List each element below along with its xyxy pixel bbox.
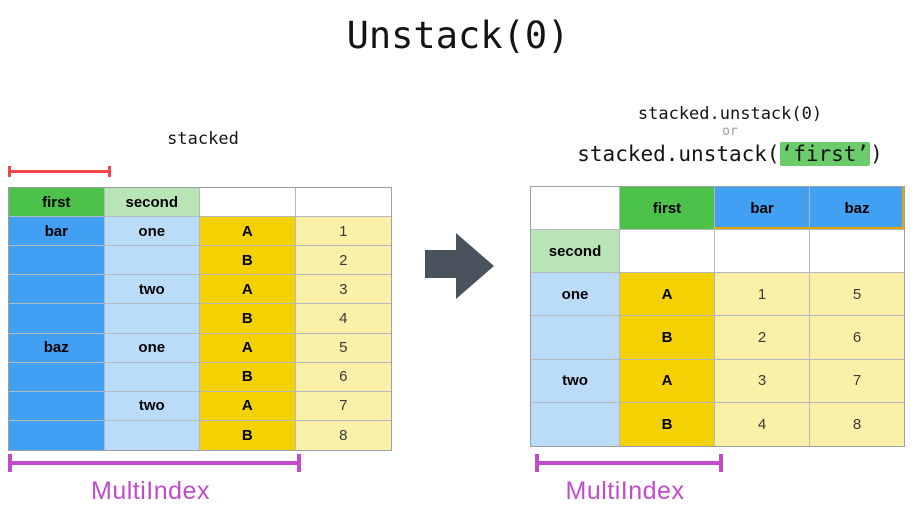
table-cell xyxy=(104,420,200,450)
table-cell xyxy=(9,275,105,305)
table-cell: 1 xyxy=(715,273,810,317)
table-cell: A xyxy=(200,391,296,421)
table-cell: 7 xyxy=(810,359,904,403)
table-cell xyxy=(9,246,105,276)
table-cell: 5 xyxy=(295,333,391,363)
code-line-2-suffix: ) xyxy=(870,142,883,166)
table-cell: B xyxy=(200,362,296,392)
table-cell: one xyxy=(104,333,200,363)
table-cell xyxy=(810,230,904,274)
table-cell: 2 xyxy=(715,316,810,360)
table-cell: A xyxy=(200,275,296,305)
table-cell: bar xyxy=(9,217,105,247)
table-cell xyxy=(9,420,105,450)
table-cell: B xyxy=(200,304,296,334)
multiindex-label-left: MultiIndex xyxy=(91,477,210,505)
table-cell xyxy=(104,304,200,334)
table-cell: A xyxy=(620,273,715,317)
table-cell: one xyxy=(104,217,200,247)
table-cell: second xyxy=(531,230,620,274)
code-line-2-prefix: stacked.unstack( xyxy=(577,142,780,166)
table-cell: first xyxy=(620,187,715,231)
table-cell: B xyxy=(620,402,715,446)
multiindex-bracket-left-icon xyxy=(8,454,301,472)
page-title: Unstack(0) xyxy=(346,14,570,57)
table-cell: first xyxy=(9,188,105,218)
table-cell xyxy=(104,362,200,392)
or-label: or xyxy=(722,124,738,139)
table-cell: baz xyxy=(810,187,904,231)
table-cell xyxy=(531,316,620,360)
code-block: stacked.unstack(0) or stacked.unstack(‘f… xyxy=(530,104,916,167)
table-cell: 3 xyxy=(295,275,391,305)
table-cell: 6 xyxy=(810,316,904,360)
table-cell xyxy=(104,246,200,276)
table-cell xyxy=(9,304,105,334)
table-cell: second xyxy=(104,188,200,218)
table-cell xyxy=(200,188,296,218)
table-cell xyxy=(715,230,810,274)
table-cell xyxy=(9,391,105,421)
table-cell xyxy=(9,362,105,392)
table-cell: two xyxy=(104,275,200,305)
multiindex-label-right: MultiIndex xyxy=(565,477,685,505)
table-cell: 2 xyxy=(295,246,391,276)
table-cell: B xyxy=(200,246,296,276)
table-cell: 3 xyxy=(715,359,810,403)
multiindex-bracket-right-icon xyxy=(535,454,723,472)
table-cell: two xyxy=(531,359,620,403)
code-line-2: stacked.unstack(‘first’) xyxy=(530,141,916,167)
table-cell: 5 xyxy=(810,273,904,317)
table-cell xyxy=(531,187,620,231)
table-cell: 8 xyxy=(810,402,904,446)
table-cell: baz xyxy=(9,333,105,363)
table-cell: two xyxy=(104,391,200,421)
table-cell: B xyxy=(620,316,715,360)
right-arrow-icon xyxy=(425,250,457,278)
table-cell: bar xyxy=(715,187,810,231)
code-line-1: stacked.unstack(0) xyxy=(637,104,823,124)
table-cell: A xyxy=(200,333,296,363)
right-arrow-icon xyxy=(456,233,494,299)
table-cell: 4 xyxy=(715,402,810,446)
table-cell xyxy=(531,402,620,446)
table-cell: 4 xyxy=(295,304,391,334)
stacked-caption: stacked xyxy=(167,129,239,149)
table-cell xyxy=(620,230,715,274)
table-cell: 7 xyxy=(295,391,391,421)
table-cell: A xyxy=(200,217,296,247)
code-highlight: ‘first’ xyxy=(779,142,871,166)
table-cell: B xyxy=(200,420,296,450)
table-cell: one xyxy=(531,273,620,317)
table-cell: A xyxy=(620,359,715,403)
red-measure-bracket-icon xyxy=(8,166,111,177)
table-cell: 8 xyxy=(295,420,391,450)
table-cell: 1 xyxy=(295,217,391,247)
table-cell xyxy=(295,188,391,218)
table-cell: 6 xyxy=(295,362,391,392)
